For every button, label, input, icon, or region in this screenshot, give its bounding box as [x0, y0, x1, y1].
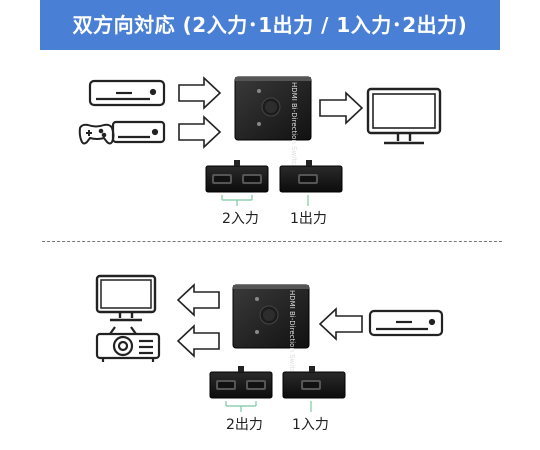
hdmi-switch: HDMI Bi-Direction Switch [232, 284, 310, 377]
port-label-2in: 2入力 [222, 211, 259, 227]
port-label-1out: 1出力 [290, 211, 327, 227]
media-box-icon [88, 79, 166, 107]
switch-label: HDMI Bi-Direction Switch [290, 82, 298, 169]
switch-label: HDMI Bi-Direction Switch [288, 290, 296, 377]
hdmi-connector-1out [279, 160, 343, 193]
arrow-left-icon [176, 283, 220, 317]
game-controller-icon [78, 123, 115, 145]
hdmi-connector-2out [209, 366, 273, 399]
media-box-icon [111, 120, 166, 144]
arrow-left-icon [318, 307, 363, 341]
hdmi-switch: HDMI Bi-Direction Switch [234, 76, 312, 169]
arrow-right-icon [319, 91, 364, 125]
projector-icon [95, 326, 161, 362]
arrow-right-icon [178, 76, 222, 110]
media-box-icon [368, 309, 444, 337]
banner-title: 双方向対応 (2入力･1出力 / 1入力･2出力) [72, 13, 468, 37]
arrow-left-icon [176, 324, 220, 358]
port-label-1in: 1入力 [292, 417, 329, 433]
arrow-right-icon [178, 115, 222, 149]
title-banner: 双方向対応 (2入力･1出力 / 1入力･2出力) [40, 0, 500, 50]
port-bracket [221, 195, 309, 206]
hdmi-connector-1in [282, 366, 346, 399]
port-label-2out: 2出力 [226, 417, 263, 433]
monitor-icon [95, 274, 157, 322]
monitor-icon [366, 87, 442, 145]
hdmi-connector-2in [205, 160, 269, 193]
section-divider [42, 241, 502, 242]
port-bracket [225, 401, 312, 412]
